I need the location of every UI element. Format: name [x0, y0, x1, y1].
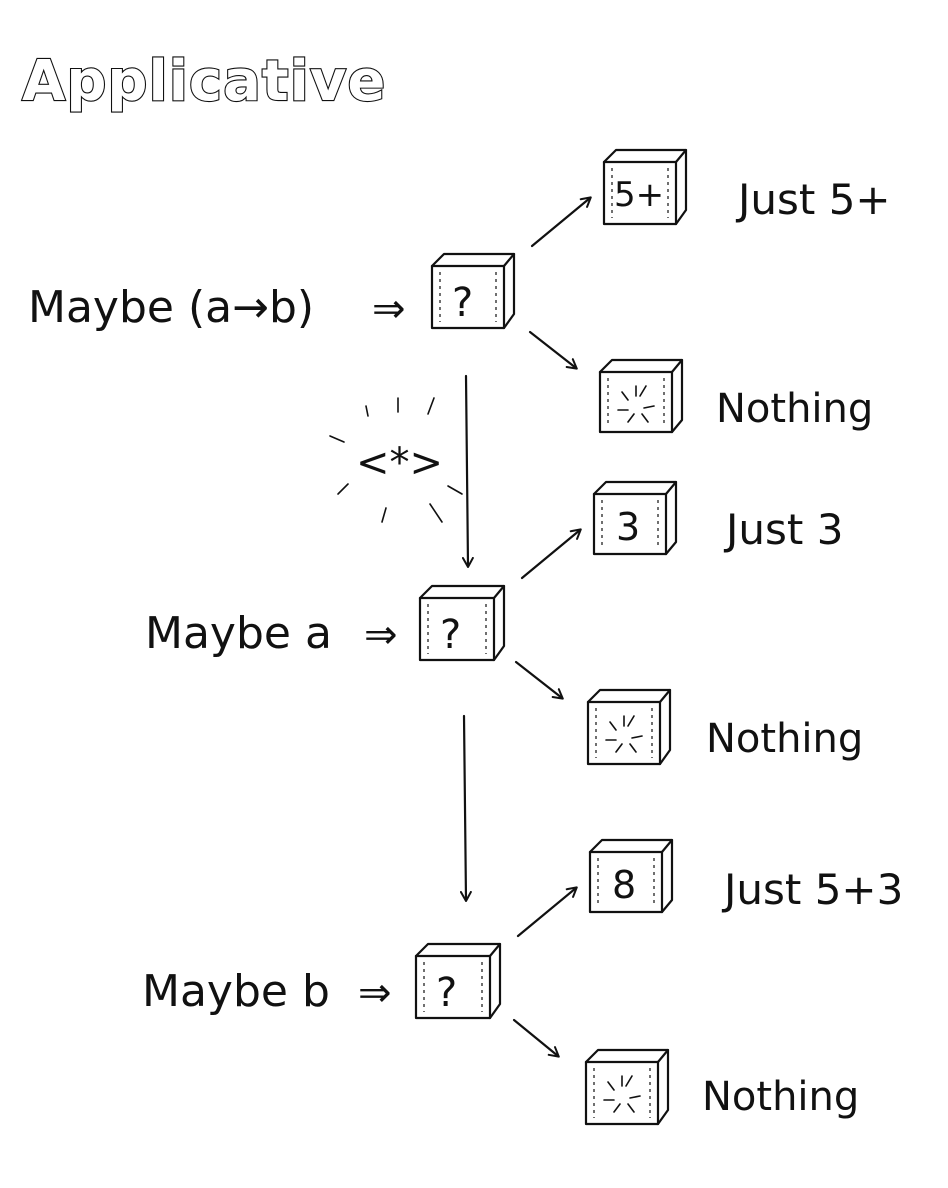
row3-nothing-box: [584, 1048, 670, 1126]
row2-just-arrow: [520, 528, 582, 580]
row2-nothing-arrow: [514, 660, 564, 700]
row1-nothing-arrow: [528, 330, 578, 370]
row1-just-box-glyph: 5+: [614, 175, 664, 215]
row3-just-arrow: [516, 886, 578, 938]
row1-just-arrow: [530, 196, 592, 248]
row3-just-label: Just 5+3: [721, 865, 903, 914]
row1-maybe-box: ?: [430, 252, 516, 330]
row3-just-box-glyph: 8: [612, 863, 636, 907]
row1-type-label: Maybe (a→b): [28, 282, 314, 333]
row3-maybe-box: ?: [414, 942, 502, 1020]
row3-nothing-label: Nothing: [702, 1074, 859, 1120]
row2-just-box-glyph: 3: [616, 505, 640, 549]
row1-just-box: 5+: [602, 148, 688, 226]
row1-box-glyph: ?: [452, 280, 473, 326]
row2-maybe-box: ?: [418, 584, 506, 662]
row3-type-label: Maybe b: [142, 966, 330, 1017]
row3-nothing-arrow: [512, 1018, 560, 1058]
apply-arrow: [461, 374, 474, 568]
row1-nothing-label: Nothing: [716, 386, 873, 432]
row2-nothing-label: Nothing: [706, 716, 863, 762]
row3-box-glyph: ?: [436, 970, 457, 1016]
operator-sparkle-icon: [329, 397, 463, 523]
row2-just-box: 3: [592, 480, 678, 556]
row3-just-box: 8: [588, 838, 674, 914]
row1-nothing-box: [598, 358, 684, 434]
row3-implies-arrow: ⇒: [358, 970, 392, 1016]
row1-implies-arrow: ⇒: [372, 286, 406, 332]
row2-box-glyph: ?: [440, 612, 461, 658]
row2-type-label: Maybe a: [145, 608, 332, 659]
row2-just-label: Just 3: [723, 505, 843, 554]
apply-operator: <*>: [356, 440, 443, 486]
row2-nothing-box: [586, 688, 672, 766]
row2-implies-arrow: ⇒: [364, 612, 398, 658]
diagram-title: Applicative: [22, 49, 386, 114]
result-arrow: [459, 714, 472, 902]
row1-just-label: Just 5+: [735, 175, 891, 224]
